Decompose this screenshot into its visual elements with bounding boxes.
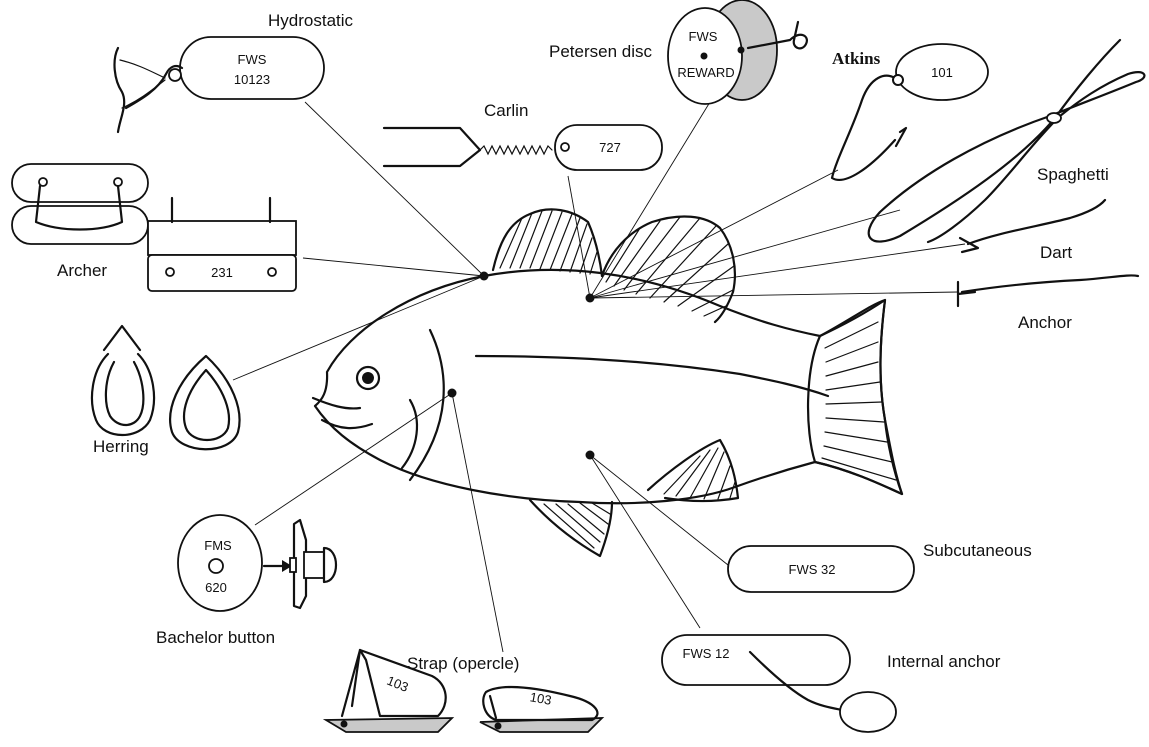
anchor-tag: Anchor — [958, 275, 1138, 332]
soft-dorsal-rays — [606, 217, 734, 316]
hydrostatic-tag-body — [180, 37, 324, 99]
carlin-tag: 727 Carlin — [384, 101, 662, 170]
tag-site-belly — [586, 451, 595, 460]
leader-internal-anchor — [590, 455, 700, 628]
atkins-tag: 101 Atkins — [832, 44, 988, 180]
lateral-line — [476, 356, 828, 396]
leader-strap — [452, 393, 503, 652]
spaghetti-knot — [1047, 113, 1061, 123]
archer-hole-3 — [166, 268, 174, 276]
leader-archer — [303, 258, 484, 276]
petersen-disc-tag: FWS REWARD Petersen disc — [549, 0, 807, 104]
carlin-spring — [480, 146, 552, 154]
fish-pupil — [362, 372, 374, 384]
bachelor-stem — [304, 552, 324, 578]
hydrostatic-tag-text-1: FWS — [238, 52, 267, 67]
petersen-disc-back-hole — [738, 47, 745, 54]
strap-opercle-label: Strap (opercle) — [407, 654, 519, 673]
dart-head — [960, 238, 978, 252]
internal-anchor-disc — [840, 692, 896, 732]
caudal-rays — [822, 322, 896, 480]
bachelor-collar — [290, 558, 296, 572]
anchor-tbar — [958, 282, 975, 306]
archer-plate-bottom — [12, 206, 148, 244]
fish-jaw — [322, 420, 372, 428]
strap-2-text: 103 — [529, 689, 553, 708]
spiny-dorsal-rays — [500, 211, 597, 274]
herring-open-outer — [92, 354, 154, 435]
herring-closed-inner — [184, 370, 229, 440]
caudal-fin — [808, 300, 902, 494]
spaghetti-label: Spaghetti — [1037, 165, 1109, 184]
petersen-text-2: REWARD — [677, 65, 734, 80]
internal-anchor-label: Internal anchor — [887, 652, 1001, 671]
herring-tag: Herring — [92, 326, 240, 456]
tag-site-opercle — [448, 389, 457, 398]
archer-plate-top — [12, 164, 148, 202]
herring-label: Herring — [93, 437, 149, 456]
petersen-disc-label: Petersen disc — [549, 42, 652, 61]
tag-site-dorsal-rear — [586, 294, 595, 303]
hydrostatic-ring — [169, 69, 181, 81]
spiny-dorsal-fin — [493, 209, 602, 276]
bachelor-text-1: FMS — [204, 538, 232, 553]
gill-cover-outer — [410, 330, 444, 480]
archer-plate-right-top — [148, 221, 296, 255]
internal-anchor-tag: FWS 12 Internal anchor — [662, 635, 1001, 732]
bachelor-text-2: 620 — [205, 580, 227, 595]
dart-label: Dart — [1040, 243, 1072, 262]
archer-hole-4 — [268, 268, 276, 276]
atkins-barb — [896, 128, 906, 146]
atkins-label: Atkins — [832, 49, 881, 68]
leader-bachelor — [255, 393, 452, 525]
carlin-tag-hole — [561, 143, 569, 151]
archer-tag: 231 Archer — [12, 164, 296, 291]
hydrostatic-thread-1 — [120, 60, 165, 78]
leader-atkins — [590, 170, 838, 298]
bachelor-button-label: Bachelor button — [156, 628, 275, 647]
carlin-label: Carlin — [484, 101, 528, 120]
anchor-label: Anchor — [1018, 313, 1072, 332]
anchor-streamer — [962, 275, 1138, 292]
strap-1-rivet — [341, 721, 348, 728]
petersen-disc-hole — [701, 53, 708, 60]
subcutaneous-tag-text: FWS 32 — [789, 562, 836, 577]
archer-hole-2 — [114, 178, 122, 186]
bachelor-cap — [324, 548, 336, 582]
leader-dart — [590, 244, 965, 298]
herring-open-inner — [106, 362, 143, 425]
strap-1-text: 103 — [385, 673, 411, 695]
hydrostatic-tag-text-2: 10123 — [234, 72, 270, 87]
petersen-text-1: FWS — [689, 29, 718, 44]
archer-tag-text: 231 — [211, 265, 233, 280]
herring-open-top — [104, 326, 140, 350]
atkins-eye — [893, 75, 903, 85]
dart-tag: Dart — [960, 200, 1105, 262]
strap-1-side — [342, 650, 360, 716]
dart-streamer — [968, 200, 1105, 244]
atkins-tag-text: 101 — [931, 65, 953, 80]
tag-site-dorsal-front — [480, 272, 489, 281]
fish — [313, 209, 902, 556]
hydrostatic-label: Hydrostatic — [268, 11, 354, 30]
strap-2-side — [490, 696, 496, 718]
carlin-tag-text: 727 — [599, 140, 621, 155]
subcutaneous-tag: FWS 32 Subcutaneous — [728, 541, 1032, 592]
archer-pins — [172, 198, 270, 222]
archer-label: Archer — [57, 261, 107, 280]
leader-carlin — [568, 176, 590, 298]
atkins-hook — [832, 76, 898, 180]
leader-anchor — [590, 292, 958, 298]
bachelor-button-tag: FMS 620 Bachelor button — [156, 515, 336, 647]
carlin-needle-wire — [384, 128, 480, 166]
bachelor-button-hole — [209, 559, 223, 573]
gill-cover-inner — [402, 400, 417, 468]
strap-2-rivet — [495, 723, 502, 730]
archer-hole-1 — [39, 178, 47, 186]
internal-anchor-tag-text: FWS 12 — [683, 646, 730, 661]
subcutaneous-label: Subcutaneous — [923, 541, 1032, 560]
strap-tags: 103 103 Strap (opercle) — [326, 650, 602, 732]
